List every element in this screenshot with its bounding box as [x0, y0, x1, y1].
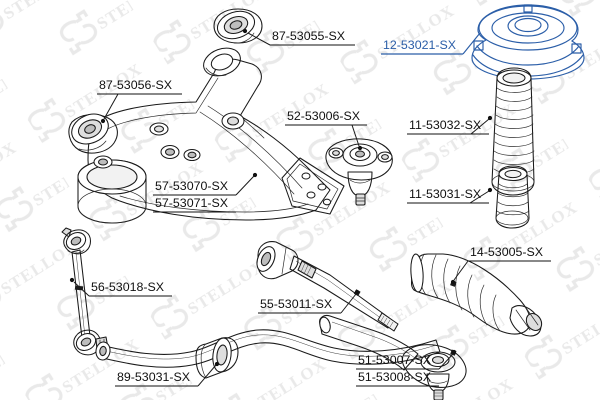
- leader-line: [462, 32, 481, 55]
- leader-line: [470, 118, 490, 135]
- lower-control-arm-assembly: [68, 8, 345, 224]
- leader-endpoint-dot: [69, 277, 75, 283]
- part-87-53056-front-bush: [68, 113, 118, 154]
- leader-endpoint-dot: [450, 279, 456, 285]
- leader-endpoint-dot: [100, 118, 106, 124]
- leader-endpoint-dot: [487, 187, 493, 193]
- callout-stabiliser-link[interactable]: 56-53018-SX: [69, 277, 172, 297]
- part-number-label[interactable]: 14-53005-SX: [470, 245, 543, 259]
- part-52-53006-ball-joint: [325, 138, 393, 206]
- part-51-53007-tie-rod-end: [319, 314, 467, 400]
- part-56-53018-stabiliser-link: [61, 227, 109, 356]
- leader-line: [235, 175, 255, 196]
- leader-line: [340, 293, 357, 314]
- leader-endpoint-dot: [242, 28, 248, 34]
- leader-line: [469, 190, 490, 204]
- part-number-label[interactable]: 11-53032-SX: [409, 118, 481, 132]
- part-number-label[interactable]: 52-53006-SX: [287, 109, 360, 123]
- stabiliser-bar: [95, 329, 441, 379]
- leader-endpoint-dot: [451, 349, 457, 355]
- part-11-53031-bump-stop: [495, 165, 530, 229]
- callout-inner-tie-rod[interactable]: 55-53011-SX: [258, 289, 360, 314]
- leader-line: [73, 281, 90, 297]
- part-number-label[interactable]: 55-53011-SX: [260, 297, 332, 311]
- part-number-label[interactable]: 51-53008-SX: [358, 370, 431, 384]
- leader-line: [351, 124, 360, 147]
- leader-endpoint-dot: [252, 172, 258, 178]
- callout-control-arm-rear-bush[interactable]: 87-53055-SX: [242, 28, 355, 46]
- callout-control-arm-left-right[interactable]: 57-53070-SX 57-53071-SX: [153, 172, 258, 213]
- part-11-53032-dust-cover: [491, 67, 535, 196]
- callout-outer-tie-rod-end-left-right[interactable]: 51-53007-SX 51-53008-SX: [356, 349, 457, 387]
- leader-line: [197, 364, 217, 387]
- callout-ball-joint[interactable]: 52-53006-SX: [285, 109, 367, 151]
- leader-line: [247, 32, 271, 46]
- part-number-label[interactable]: 89-53031-SX: [117, 370, 190, 384]
- control-arm-ball-joint-bore: [77, 155, 147, 224]
- callout-stabiliser-bush[interactable]: 89-53031-SX: [115, 361, 220, 387]
- callout-steering-rack-boot[interactable]: 14-53005-SX: [450, 245, 551, 285]
- part-number-label[interactable]: 87-53056-SX: [99, 78, 172, 92]
- part-number-label[interactable]: 57-53070-SX: [155, 179, 228, 193]
- part-number-label[interactable]: 57-53071-SX: [155, 196, 228, 210]
- callout-layer: 87-53055-SX 87-53056-SX 52-53006-SX 12-5302…: [69, 28, 551, 387]
- callout-strut-mount[interactable]: 12-53021-SX: [381, 32, 481, 55]
- part-55-53011-inner-tie-rod: [256, 241, 399, 332]
- part-number-label[interactable]: 87-53055-SX: [272, 29, 345, 43]
- leader-endpoint-dot: [357, 145, 363, 151]
- part-number-label[interactable]: 56-53018-SX: [91, 280, 164, 294]
- callout-bump-stop[interactable]: 11-53031-SX: [407, 187, 493, 204]
- link-upper-joint: [61, 227, 92, 255]
- leader-endpoint-dot: [487, 115, 493, 121]
- part-number-label[interactable]: 11-53031-SX: [409, 187, 481, 201]
- part-number-label[interactable]: 51-53007-SX: [358, 353, 431, 367]
- leader-endpoint-dot: [354, 289, 360, 295]
- part-12-53021-strut-mount-highlighted: [471, 4, 585, 80]
- leader-line: [453, 260, 469, 281]
- leader-endpoint-dot: [214, 361, 220, 367]
- callout-control-arm-front-bush[interactable]: 87-53056-SX: [97, 78, 182, 124]
- leader-line: [103, 93, 119, 120]
- callout-dust-cover-boot[interactable]: 11-53032-SX: [407, 115, 493, 135]
- control-arm-rear-eye: [203, 47, 241, 77]
- part-14-53005-rack-boot: [410, 253, 543, 337]
- part-number-label[interactable]: 12-53021-SX: [383, 38, 456, 52]
- leader-line: [438, 353, 454, 370]
